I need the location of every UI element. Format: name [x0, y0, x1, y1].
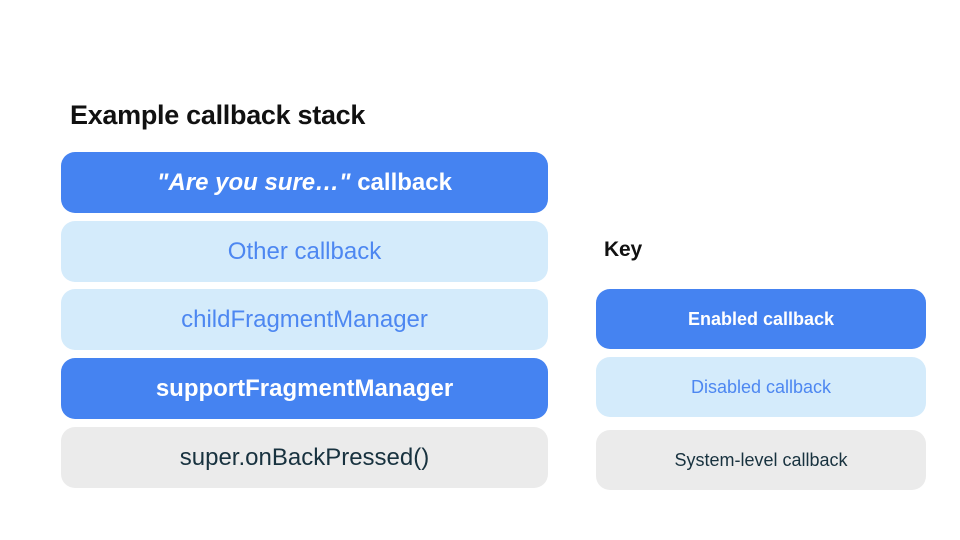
stack-item-label: supportFragmentManager: [155, 374, 454, 402]
stack-item-are-you-sure-callback: "Are you sure…" callback: [61, 152, 548, 213]
stack-item-label: childFragmentManager: [181, 305, 428, 333]
stack-item-supportfragmentmanager: supportFragmentManager: [61, 358, 548, 419]
key-item-disabled-callback: Disabled callback: [596, 357, 926, 417]
stack-item-other-callback: Other callback: [61, 221, 548, 282]
key-item-system-level-callback: System-level callback: [596, 430, 926, 490]
stack-item-label-quoted: "Are you sure…": [157, 168, 351, 196]
stack-item-label: Other callback: [227, 237, 382, 265]
stack-item-childfragmentmanager: childFragmentManager: [61, 289, 548, 350]
key-title: Key: [604, 238, 642, 261]
key-item-enabled-callback: Enabled callback: [596, 289, 926, 349]
stack-item-label: super.onBackPressed(): [179, 443, 430, 471]
stack-item-label-rest: callback: [350, 168, 452, 196]
key-item-label: System-level callback: [674, 449, 848, 470]
stack-title: Example callback stack: [70, 100, 366, 130]
key-item-label: Disabled callback: [690, 376, 832, 397]
key-item-label: Enabled callback: [687, 308, 835, 329]
stack-item-super-onbackpressed: super.onBackPressed(): [61, 427, 548, 488]
